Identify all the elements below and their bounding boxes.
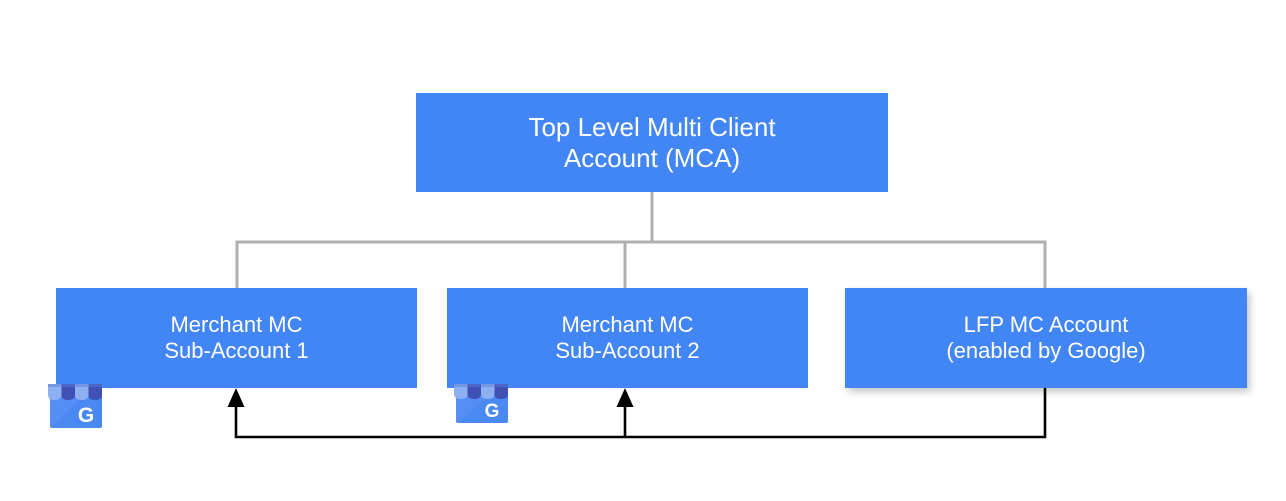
top-level-mca-label: Top Level Multi Client Account (MCA) [416, 112, 888, 172]
feedback-path-lfp-to-sub1 [234, 388, 1047, 439]
merchant-sub-account-1-box[interactable]: Merchant MC Sub-Account 1 [56, 288, 417, 388]
lfp-mc-account-label: LFP MC Account (enabled by Google) [845, 312, 1247, 363]
feedback-arrowhead-sub1 [227, 388, 245, 407]
merchant-sub-account-2-label: Merchant MC Sub-Account 2 [447, 312, 808, 363]
merchant-sub-account-2-box[interactable]: Merchant MC Sub-Account 2 [447, 288, 808, 388]
top-level-mca-label-line2: Account (MCA) [563, 142, 741, 173]
top-level-mca-box[interactable]: Top Level Multi Client Account (MCA) [416, 93, 888, 192]
merchant-sub-account-1-label: Merchant MC Sub-Account 1 [56, 312, 417, 363]
feedback-arrowhead-sub2 [616, 388, 634, 407]
merchant-sub-account-2-label-line1: Merchant MC [561, 312, 694, 338]
merchant-sub-account-2-label-line2: Sub-Account 2 [555, 338, 700, 363]
lfp-feedback-arrows [227, 388, 1047, 439]
merchant-sub-account-1-label-line1: Merchant MC [170, 312, 303, 338]
lfp-mc-account-box[interactable]: LFP MC Account (enabled by Google) [845, 288, 1247, 388]
lfp-mc-account-label-line1: LFP MC Account [963, 312, 1129, 338]
top-level-mca-label-line1: Top Level Multi Client [528, 112, 776, 143]
merchant-sub-account-1-label-line2: Sub-Account 1 [164, 338, 309, 363]
lfp-mc-account-label-line2: (enabled by Google) [946, 338, 1146, 363]
hierarchy-connector-tree [235, 192, 1047, 289]
